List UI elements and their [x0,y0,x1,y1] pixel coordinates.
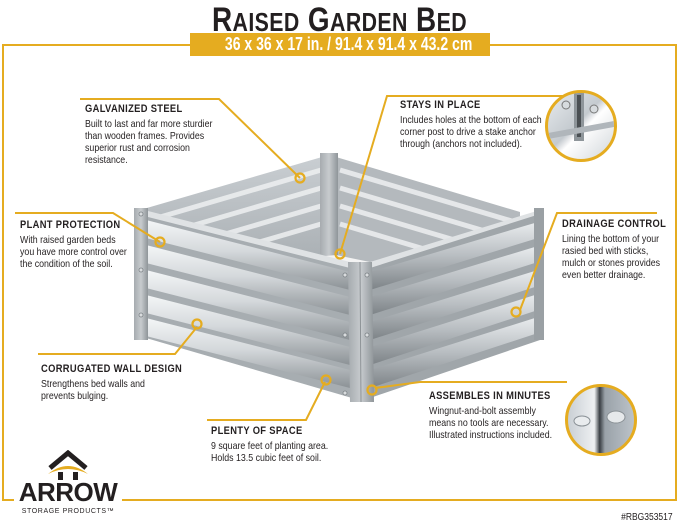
feature-title: ASSEMBLES IN MINUTES [429,390,551,402]
feature-description: Includes holes at the bottom of each cor… [400,114,542,150]
feature-title: STAYS IN PLACE [400,99,481,111]
feature-corrugated-wall-design: CORRUGATED WALL DESIGN Strengthens bed w… [41,363,183,402]
feature-plenty-of-space: PLENTY OF SPACE 9 square feet of plantin… [211,425,351,464]
frame-top-right [490,44,677,46]
dimensions-banner: 36 x 36 x 17 in. / 91.4 x 91.4 x 43.2 cm [190,33,490,56]
frame-left [2,44,4,501]
feature-description: Lining the bottom of your rasied bed wit… [562,233,661,281]
feature-assembles-in-minutes: ASSEMBLES IN MINUTES Wingnut-and-bolt as… [429,390,569,441]
feature-title: CORRUGATED WALL DESIGN [41,363,183,375]
frame-bottom-right [122,499,677,501]
brand-name: ARROW [18,477,118,507]
feature-title: DRAINAGE CONTROL [562,218,667,230]
page-title: RAISED GARDEN BED [61,0,618,42]
feature-description: Strengthens bed walls and prevents bulgi… [41,378,145,402]
wingnut-icon [573,410,626,427]
feature-title: GALVANIZED STEEL [85,103,183,115]
frame-right [675,44,677,501]
arrow-brand-logo: ARROW STORAGE PRODUCTS™ [14,450,122,522]
stake-hole-detail-image [545,90,617,162]
corner-bracket-icon [548,93,614,141]
title-word-1: RAISED [211,1,300,39]
feature-drainage-control: DRAINAGE CONTROL Lining the bottom of yo… [562,218,672,281]
brand-tagline: STORAGE PRODUCTS™ [21,508,115,515]
product-sku: #RBG353517 [621,512,673,523]
feature-description: Wingnut-and-bolt assembly means no tools… [429,405,553,441]
house-roof-icon [48,450,88,480]
wingnut-detail-image [565,384,637,456]
feature-title: PLANT PROTECTION [20,219,121,231]
feature-galvanized-steel: GALVANIZED STEEL Built to last and far m… [85,103,225,166]
title-word-2: GARDEN [307,1,408,39]
feature-description: With raised garden beds you have more co… [20,234,127,270]
feature-description: 9 square feet of planting area. Holds 13… [211,440,329,464]
feature-plant-protection: PLANT PROTECTION With raised garden beds… [20,219,130,270]
frame-top-left [2,44,190,46]
feature-title: PLENTY OF SPACE [211,425,303,437]
frame-bottom-left [2,499,14,501]
feature-description: Built to last and far more sturdier than… [85,118,213,166]
feature-stays-in-place: STAYS IN PLACE Includes holes at the bot… [400,99,545,150]
title-word-3: BED [416,1,468,39]
